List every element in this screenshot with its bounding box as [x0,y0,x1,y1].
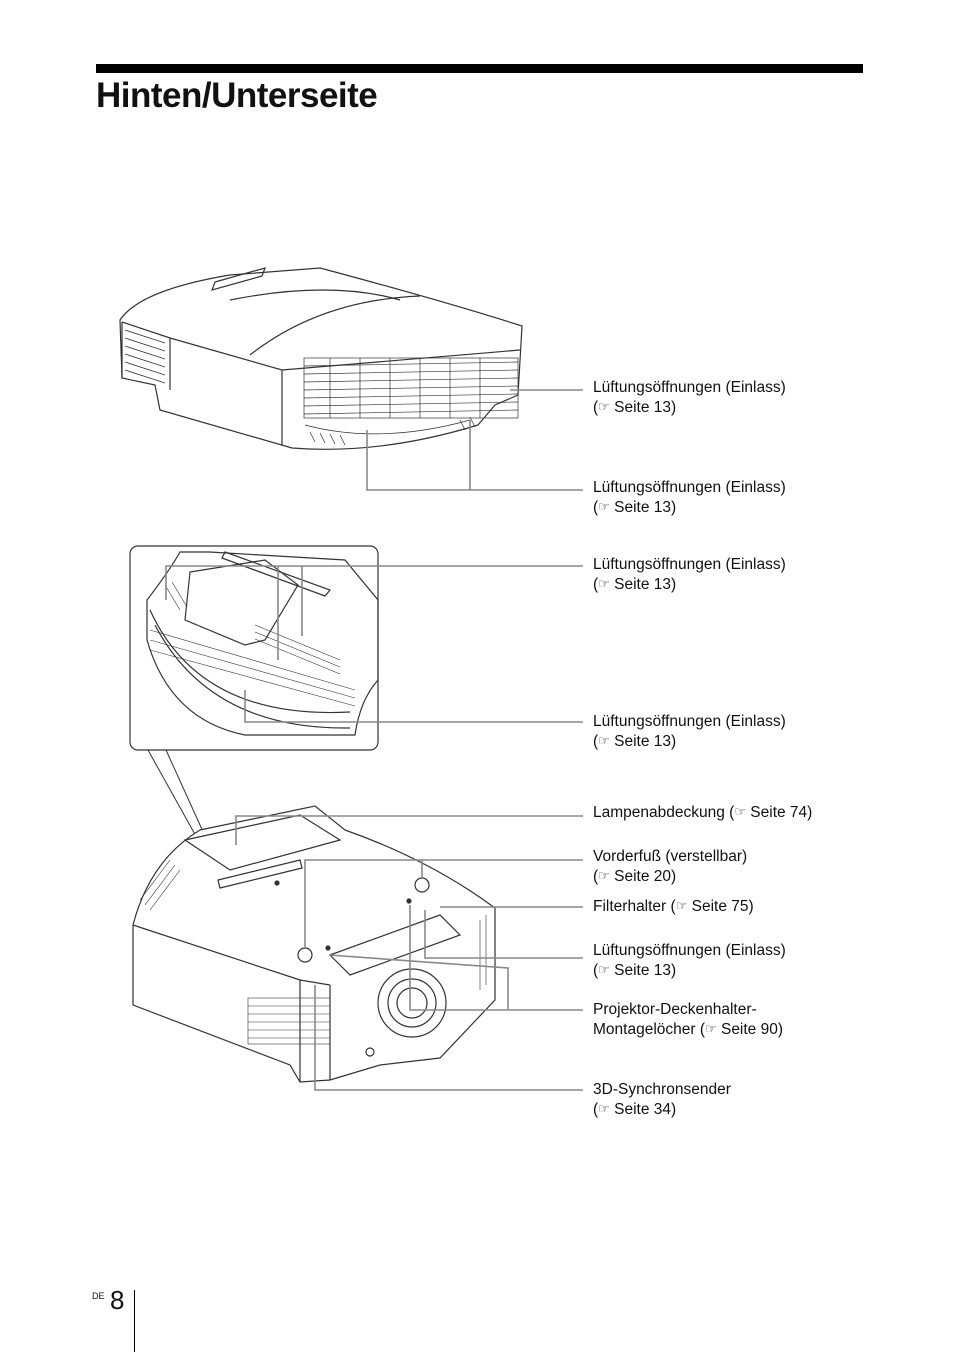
footer-divider [134,1290,135,1352]
callout-label: Lüftungsöffnungen (Einlass) [593,942,786,959]
reference-hand-icon: ☞ [598,398,610,414]
callout-label: Lüftungsöffnungen (Einlass) [593,713,786,730]
callout-vent-intake-3: Lüftungsöffnungen (Einlass) (☞ Seite 13) [593,555,786,594]
callout-reference: (☞ Seite 20) [593,867,677,885]
callout-vent-intake-4: Lüftungsöffnungen (Einlass) (☞ Seite 13) [593,712,786,751]
callout-reference: Filterhalter (☞ Seite 75) [593,898,754,915]
callout-reference: Lampenabdeckung (☞ Seite 74) [593,804,813,821]
reference-hand-icon: ☞ [598,498,610,514]
reference-hand-icon: ☞ [675,898,688,913]
projector-rear-illustration [119,267,523,450]
callout-label: 3D-Synchronsender [593,1081,731,1098]
callout-lamp-cover: Lampenabdeckung (☞ Seite 74) [593,803,812,823]
callout-label: Lüftungsöffnungen (Einlass) [593,379,786,396]
callout-3d-sync-transmitter: 3D-Synchronsender (☞ Seite 34) [593,1080,731,1119]
title-rule [96,64,863,73]
page-number: 8 [110,1285,125,1315]
reference-hand-icon: ☞ [705,1020,717,1036]
callout-label: Lüftungsöffnungen (Einlass) [593,556,786,573]
callout-vent-intake-2: Lüftungsöffnungen (Einlass) (☞ Seite 13) [593,478,786,517]
callout-label: Vorderfuß (verstellbar) [593,848,748,865]
callout-front-foot: Vorderfuß (verstellbar) (☞ Seite 20) [593,847,747,886]
callout-filter-holder: Filterhalter (☞ Seite 75) [593,897,754,917]
reference-hand-icon: ☞ [598,961,610,977]
page-language: DE [92,1291,105,1301]
leader-lines [165,389,583,1091]
bottom-detail-illustration [129,545,379,839]
reference-hand-icon: ☞ [734,804,746,819]
callout-reference: (☞ Seite 13) [593,398,677,416]
callout-vent-intake-5: Lüftungsöffnungen (Einlass) (☞ Seite 13) [593,941,786,980]
callout-reference: (☞ Seite 13) [593,732,677,750]
callout-reference: (☞ Seite 13) [593,961,677,979]
callout-label: Lüftungsöffnungen (Einlass) [593,479,786,496]
callout-reference: (☞ Seite 13) [593,575,677,593]
callout-reference: Montagelöcher (☞ Seite 90) [593,1020,784,1038]
reference-hand-icon: ☞ [598,867,610,883]
callout-reference: (☞ Seite 13) [593,498,677,516]
callout-label: Projektor-Deckenhalter- [593,1001,757,1018]
callout-vent-intake-1: Lüftungsöffnungen (Einlass) (☞ Seite 13) [593,378,786,417]
page-title: Hinten/Unterseite [96,76,378,115]
callout-reference: (☞ Seite 34) [593,1100,677,1118]
callout-ceiling-mount-holes: Projektor-Deckenhalter- Montagelöcher (☞… [593,1000,783,1039]
projector-underside-illustration [132,805,496,1083]
reference-hand-icon: ☞ [598,732,610,748]
reference-hand-icon: ☞ [598,1100,610,1116]
reference-hand-icon: ☞ [598,575,610,591]
